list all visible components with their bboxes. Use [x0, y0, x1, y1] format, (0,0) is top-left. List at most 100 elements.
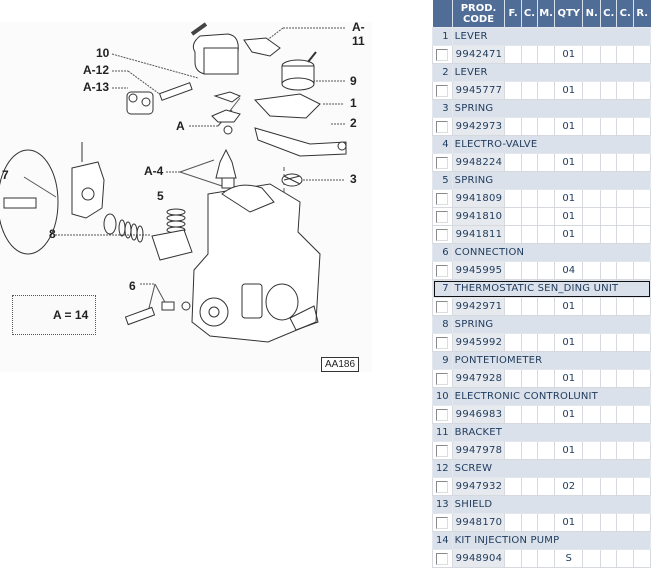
cell-m	[537, 333, 555, 352]
cell-c2	[599, 153, 618, 172]
group-description: SPRING	[451, 171, 652, 190]
group-number: 3	[432, 99, 453, 118]
part-row: 9948904 S	[432, 549, 652, 568]
select-cell	[432, 369, 453, 388]
group-number: 13	[432, 495, 453, 514]
cell-n	[582, 441, 601, 460]
select-checkbox[interactable]	[436, 48, 449, 61]
group-description: LEVER	[451, 63, 652, 82]
cell-f	[504, 225, 522, 244]
exploded-parts-diagram: A-11 10 A-12 A-13 9 1 A 2 A-4 3 7 5 8 6 …	[0, 20, 372, 372]
select-checkbox[interactable]	[436, 156, 449, 169]
group-number: 4	[432, 135, 453, 154]
qty: 01	[553, 225, 584, 244]
part-row: 9945777 01	[432, 81, 652, 100]
cell-c1	[520, 333, 539, 352]
qty: 01	[553, 441, 584, 460]
cell-c2	[599, 117, 618, 136]
group-description: SHIELD	[451, 495, 652, 514]
prod-code: 9941810	[451, 207, 506, 226]
cell-r	[632, 513, 652, 532]
cell-c3	[616, 549, 634, 568]
callout-10: 10	[96, 46, 110, 60]
cell-n	[582, 477, 601, 496]
qty: 01	[553, 333, 584, 352]
cell-r	[632, 153, 652, 172]
select-checkbox[interactable]	[436, 336, 449, 349]
cell-c2	[599, 189, 618, 208]
cell-r	[632, 117, 652, 136]
group-description: ELECTRONIC CONTROLUNIT	[451, 387, 652, 406]
cell-n	[582, 549, 601, 568]
select-checkbox[interactable]	[436, 84, 449, 97]
cell-c3	[616, 81, 634, 100]
group-number: 11	[432, 423, 453, 442]
cell-m	[537, 261, 555, 280]
prod-code: 9945995	[451, 261, 506, 280]
select-checkbox[interactable]	[436, 552, 449, 565]
select-checkbox[interactable]	[436, 408, 449, 421]
select-checkbox[interactable]	[436, 120, 449, 133]
qty: 01	[553, 81, 584, 100]
header-prod-code-label: PROD. CODE	[460, 2, 497, 25]
cell-c2	[599, 513, 618, 532]
select-checkbox[interactable]	[436, 228, 449, 241]
select-checkbox[interactable]	[436, 480, 449, 493]
callout-7: 7	[2, 168, 9, 182]
select-checkbox[interactable]	[436, 444, 449, 457]
prod-code: 9948224	[451, 153, 506, 172]
qty: 01	[553, 45, 584, 64]
cell-c2	[599, 81, 618, 100]
cell-f	[504, 405, 522, 424]
qty: 01	[553, 207, 584, 226]
select-cell	[432, 81, 453, 100]
cell-f	[504, 207, 522, 226]
cell-r	[632, 477, 652, 496]
cell-c2	[599, 261, 618, 280]
prod-code: 9948904	[451, 549, 506, 568]
cell-f	[504, 81, 522, 100]
header-m: M.	[537, 0, 555, 28]
select-checkbox[interactable]	[436, 372, 449, 385]
cell-r	[632, 207, 652, 226]
header-select	[432, 0, 453, 28]
cell-m	[537, 513, 555, 532]
prod-code: 9945777	[451, 81, 506, 100]
cell-r	[632, 189, 652, 208]
cell-m	[537, 297, 555, 316]
cell-r	[632, 405, 652, 424]
cell-c3	[616, 225, 634, 244]
qty: S	[553, 549, 584, 568]
select-cell	[432, 153, 453, 172]
callout-8: 8	[49, 227, 56, 241]
cell-n	[582, 45, 601, 64]
cell-c1	[520, 45, 539, 64]
cell-c1	[520, 207, 539, 226]
callout-3: 3	[350, 172, 357, 186]
select-checkbox[interactable]	[436, 300, 449, 313]
select-checkbox[interactable]	[436, 264, 449, 277]
select-checkbox[interactable]	[436, 210, 449, 223]
callout-a4: A-4	[144, 164, 164, 178]
cell-c3	[616, 441, 634, 460]
cell-c2	[599, 45, 618, 64]
group-number: 6	[432, 243, 453, 262]
select-checkbox[interactable]	[436, 516, 449, 529]
select-checkbox[interactable]	[436, 192, 449, 205]
cell-c3	[616, 477, 634, 496]
qty: 01	[553, 297, 584, 316]
cell-c1	[520, 81, 539, 100]
cell-c1	[520, 369, 539, 388]
